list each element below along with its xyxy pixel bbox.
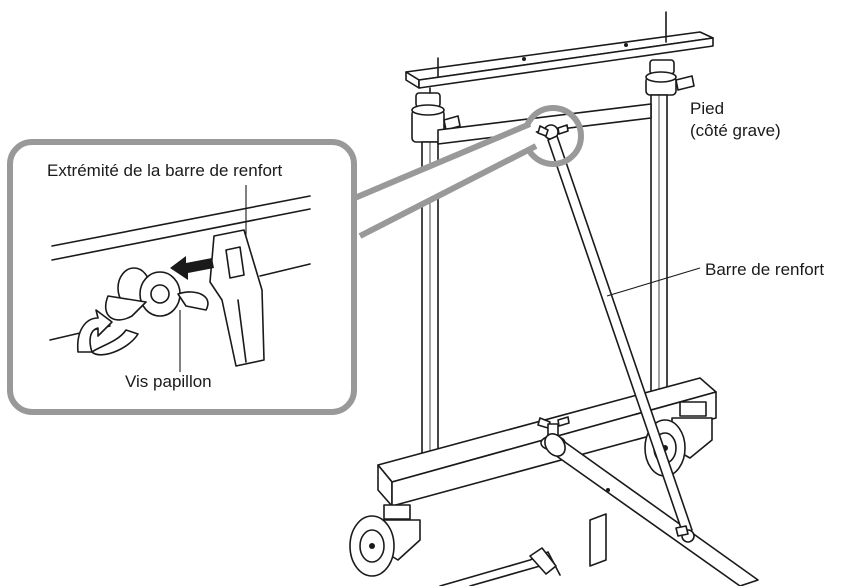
right-clamp [645,59,695,96]
curved-arrow-icon [76,309,139,356]
top-rail [405,11,714,89]
lower-frame [439,547,561,586]
brace-label: Barre de renfort [705,260,825,279]
brace-leader-line [606,267,701,297]
stand [349,11,759,586]
upper-crossbar [437,103,652,145]
left-clamp [411,87,461,143]
inset-detail [49,185,311,372]
wing-screw-label: Vis papillon [125,372,212,391]
brace-bar [547,135,695,543]
arrow-left-icon [170,256,214,280]
right-leg [650,94,668,398]
pedal-rod [544,433,759,586]
stand-side-label: Pied [690,99,725,118]
zoom-callout [7,105,584,415]
caster-left [349,504,421,577]
stand-side-sublabel: (côté grave) [690,121,781,140]
caster-right [644,401,713,477]
brace-end-hook [209,229,265,367]
wing-screw-icon [105,267,209,372]
inset-title-label: Extrémité de la barre de renfort [47,161,283,180]
beam-bracket [589,488,610,567]
